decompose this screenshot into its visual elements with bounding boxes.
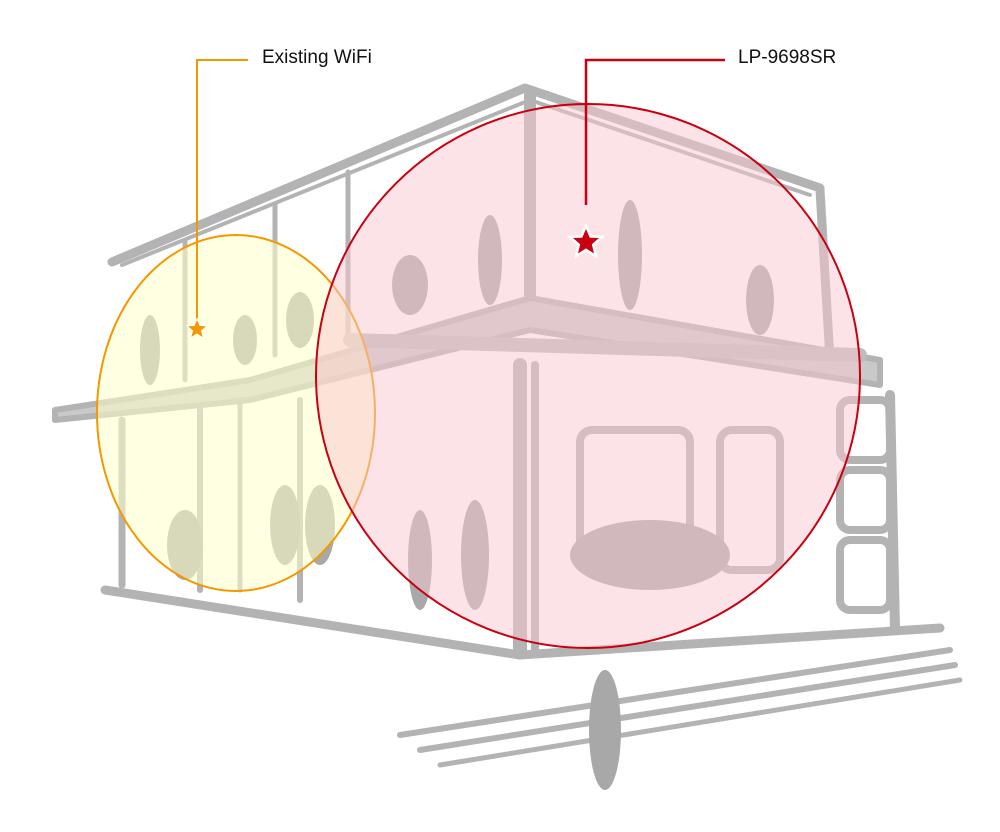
existing-wifi-star-icon — [185, 317, 209, 340]
extender-label: LP-9698SR — [738, 47, 837, 68]
extender-star-icon — [566, 222, 606, 259]
extender-leader-line — [584, 58, 725, 205]
existing-wifi-label: Existing WiFi — [262, 47, 372, 68]
existing-wifi-leader-line — [196, 59, 248, 322]
extender-coverage — [315, 103, 861, 649]
